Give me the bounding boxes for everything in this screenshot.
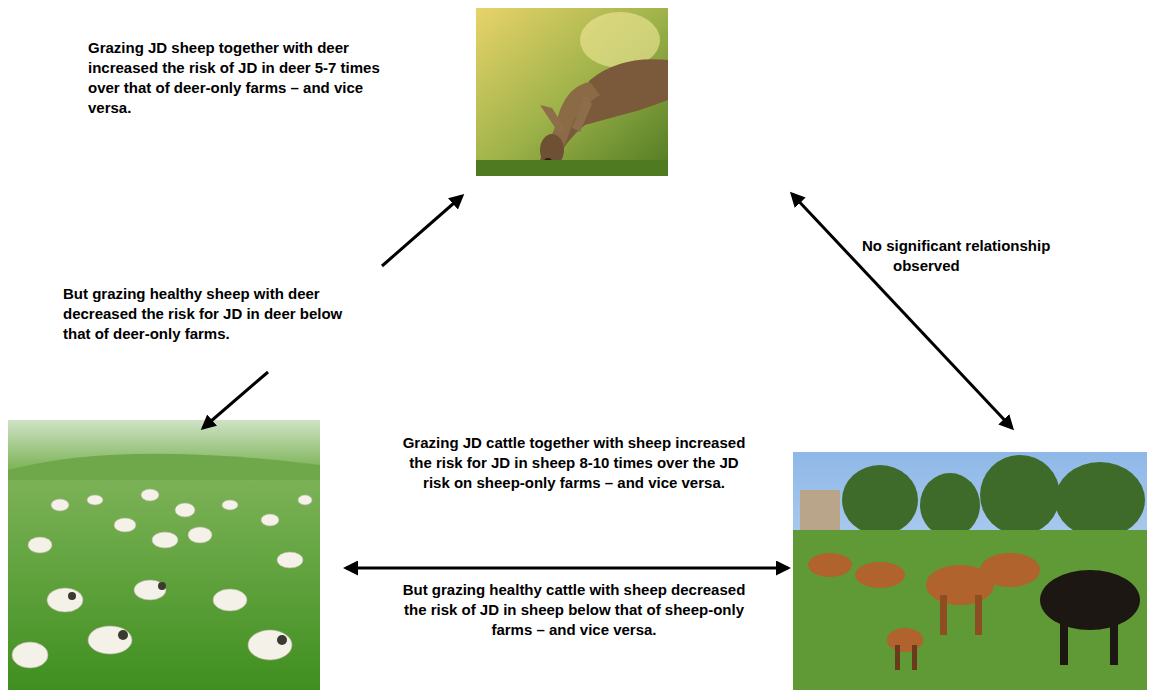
- arrow-line: [346, 567, 788, 570]
- annotation-text: But grazing healthy cattle with sheep de…: [399, 580, 749, 640]
- arrow-line: [382, 196, 462, 266]
- annotation-text: No significant relationship observed: [862, 236, 1078, 276]
- deer-photo: [476, 8, 668, 176]
- annotation-text: Grazing JD sheep together with deer incr…: [88, 38, 388, 118]
- cattle-photo: [793, 452, 1147, 690]
- annotation-text: Grazing JD cattle together with sheep in…: [399, 433, 749, 493]
- annotation-text: But grazing healthy sheep with deer decr…: [63, 284, 373, 344]
- arrow-line: [792, 194, 1012, 428]
- arrow-line: [203, 372, 268, 428]
- sheep-photo: [8, 420, 320, 690]
